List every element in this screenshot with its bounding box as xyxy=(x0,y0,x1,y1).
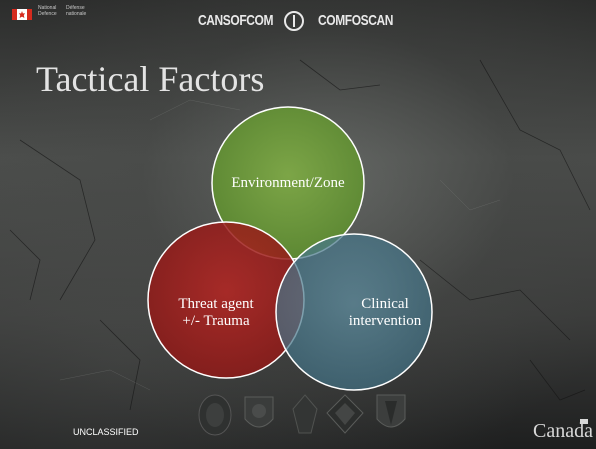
classification-label: UNCLASSIFIED xyxy=(73,427,139,437)
unit-crests xyxy=(198,394,406,436)
canada-wordmark: Canada xyxy=(533,420,593,442)
dagger-emblem-icon xyxy=(284,11,304,31)
venn-label-threat: Threat agent +/- Trauma xyxy=(156,296,276,330)
venn-label-environment: Environment/Zone xyxy=(218,175,358,192)
header-bar: National Defence Défense nationale CANSO… xyxy=(0,0,596,40)
venn-label-clinical-line-2: intervention xyxy=(348,313,422,329)
venn-circle-clinical xyxy=(275,233,433,391)
unit-crest-2-icon xyxy=(244,396,274,428)
department-fr: Défense nationale xyxy=(66,5,87,17)
canada-wordmark-flag-icon xyxy=(580,419,588,424)
venn-label-threat-line-2: +/- Trauma xyxy=(182,313,250,329)
unit-crest-3-icon xyxy=(292,394,318,434)
department-en: National Defence xyxy=(38,5,57,17)
slide-title: Tactical Factors xyxy=(36,59,265,99)
venn-label-environment-line-1: Environment/Zone xyxy=(231,175,345,191)
unit-crest-5-icon xyxy=(376,394,406,428)
unit-crest-1-icon xyxy=(198,394,232,436)
unit-crest-4-icon xyxy=(326,394,364,434)
brand-left: CANSOFCOM xyxy=(198,12,274,29)
venn-label-clinical: Clinical intervention xyxy=(330,296,440,330)
brand-right: COMFOSCAN xyxy=(318,12,394,29)
venn-label-threat-line-1: Threat agent xyxy=(178,296,254,312)
venn-label-clinical-line-1: Clinical xyxy=(361,296,409,312)
canada-flag-icon xyxy=(12,9,32,20)
